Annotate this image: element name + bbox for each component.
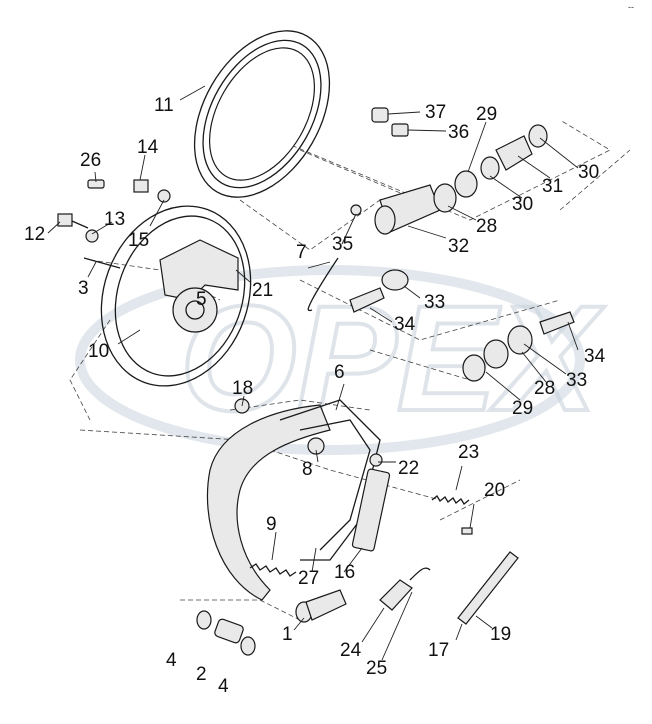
callout-14: 14	[137, 137, 159, 158]
callout-30: 30	[512, 194, 533, 215]
callout-22: 22	[398, 458, 419, 479]
callout-25: 25	[366, 658, 387, 679]
watermark-logo: OPEX	[75, 265, 607, 455]
callout-7: 7	[296, 242, 307, 263]
strap-19	[457, 551, 519, 625]
return-spring-7	[307, 257, 339, 312]
callout-29: 29	[512, 398, 533, 419]
clip-25	[409, 567, 431, 581]
callout-12: 12	[24, 224, 45, 245]
callout-5: 5	[196, 289, 207, 310]
callout-35: 35	[332, 234, 353, 255]
callout-29: 29	[476, 104, 497, 125]
anchor-pin-1	[295, 589, 347, 623]
callout-4: 4	[166, 650, 177, 671]
callout-33: 33	[424, 292, 445, 313]
brake-drum-ring	[193, 30, 331, 198]
callout-31: 31	[542, 176, 563, 197]
callout-30: 30	[578, 162, 599, 183]
callout-labels: 11 26 14 12 13 15 3 10 5 21 7 35 37 36 2…	[24, 95, 606, 697]
callout-19: 19	[490, 624, 511, 645]
callout-36: 36	[448, 122, 469, 143]
callout-10: 10	[88, 341, 109, 362]
callout-27: 27	[298, 568, 319, 589]
spring-and-washers	[196, 610, 256, 656]
callout-21: 21	[252, 280, 273, 301]
backing-plate	[100, 205, 252, 387]
callout-37: 37	[425, 102, 446, 123]
callout-34: 34	[584, 346, 606, 367]
callout-26: 26	[80, 150, 101, 171]
callout-18: 18	[232, 378, 253, 399]
callout-16: 16	[334, 562, 355, 583]
callout-2: 2	[196, 664, 207, 685]
mounting-hardware	[57, 179, 171, 269]
brake-shoe	[206, 399, 391, 601]
callout-1: 1	[282, 624, 293, 645]
callout-34: 34	[394, 314, 416, 335]
callout-17: 17	[428, 640, 449, 661]
callout-15: 15	[128, 230, 149, 251]
callout-24: 24	[340, 640, 362, 661]
callout-33: 33	[566, 370, 587, 391]
leader-lines	[47, 85, 579, 661]
pin-20	[461, 527, 473, 535]
callout-9: 9	[266, 514, 277, 535]
lever-24	[379, 579, 413, 611]
callout-6: 6	[334, 362, 345, 383]
camshaft-assembly	[349, 107, 575, 382]
callout-28: 28	[534, 378, 555, 399]
callout-4: 4	[218, 676, 229, 697]
callout-13: 13	[104, 209, 125, 230]
spring-23	[431, 495, 470, 505]
shoe-spring-9	[249, 563, 297, 577]
callout-8: 8	[302, 459, 313, 480]
callout-20: 20	[484, 480, 505, 501]
corner-mark: --	[628, 2, 634, 12]
callout-11: 11	[154, 95, 174, 116]
callout-28: 28	[476, 216, 497, 237]
callout-3: 3	[78, 278, 89, 299]
callout-23: 23	[458, 442, 479, 463]
callout-32: 32	[448, 236, 469, 257]
